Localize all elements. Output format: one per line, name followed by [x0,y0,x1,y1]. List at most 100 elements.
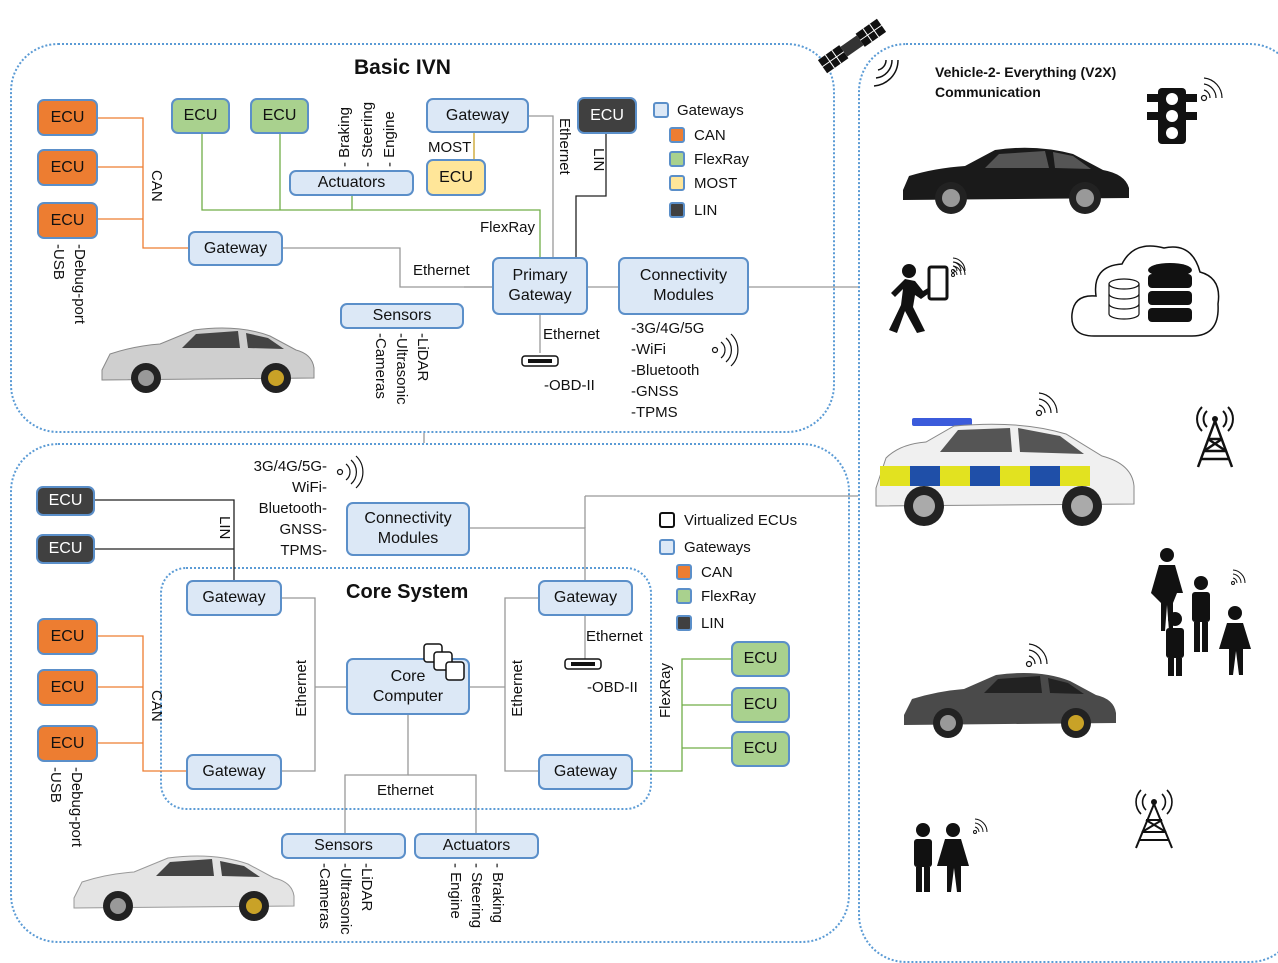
legend-most: MOST [694,175,738,192]
sensor-item-ultrasonic: -Ultrasonic [393,333,410,405]
core-port-item-debug: -Debug-port [68,767,85,848]
core-conn-item-gnss: GNSS- [279,521,327,538]
car-icon [73,855,295,921]
core-ecu-flexray-1: ECU [731,641,790,677]
wireless-signal-icon [951,261,966,277]
gateway-most: Gateway [426,98,529,133]
primary-gateway: Primary Gateway [492,257,588,315]
most-label: MOST [428,139,472,156]
core-connectivity-modules: Connectivity Modules [346,502,470,556]
core-ethernet-label-left: Ethernet [293,660,310,717]
police-car-icon [875,418,1135,526]
port-item-debug: -Debug-port [71,244,88,325]
core-ethernet-label-bottom: Ethernet [377,782,434,799]
core-ethernet-label-right: Ethernet [509,660,526,717]
legend-core-swatch-can [676,564,692,580]
legend-flexray: FlexRay [694,151,750,168]
legend-swatch-can [669,127,685,143]
conn-item-tpms: -TPMS [631,404,678,421]
conn-item-wifi: -WiFi [631,341,666,358]
virtual-ecus-icon [423,643,465,681]
core-actuators-box: Actuators [414,833,539,859]
obd-label: -OBD-II [544,377,595,394]
actuators-box: Actuators [289,170,414,196]
ecu-flexray-2: ECU [250,98,309,134]
core-gateway-bottom-right: Gateway [538,754,633,790]
wireless-signal-icon [1025,643,1048,668]
core-sensor-item-ultrasonic: -Ultrasonic [337,863,354,935]
core-ethernet-label-top: Ethernet [586,628,643,645]
core-architecture-region [10,443,850,943]
basic-ivn-region [10,43,835,433]
legend-core-swatch-flexray [676,588,692,604]
legend-swatch-flexray [669,151,685,167]
v2x-title-1: Vehicle-2- Everything (V2X) [935,64,1117,80]
legend-swatch-lin [669,202,685,218]
legend-core-swatch-gateways [659,539,675,555]
core-system-region [160,567,652,810]
core-gateway-top-right: Gateway [538,580,633,616]
v2x-title-2: Communication [935,84,1041,100]
ecu-can-3: ECU [37,202,98,239]
legend-swatch-virtualized [659,512,675,528]
connectivity-line1: Connectivity [639,267,728,284]
core-flexray-label: FlexRay [657,663,674,719]
core-conn-item-bluetooth: Bluetooth- [258,500,327,517]
legend-core-lin: LIN [701,615,725,632]
core-actuator-item-braking: - Braking [489,863,506,924]
core-gateway-top-left: Gateway [186,580,282,616]
conn-item-gnss: -GNSS [631,383,679,400]
core-connectivity-line1: Connectivity [364,510,452,527]
legend-gateways: Gateways [677,102,744,119]
lin-label: LIN [590,148,607,172]
ecu-can-2: ECU [37,149,98,186]
gateway-can: Gateway [188,231,283,266]
actuator-item-steering: - Steering [359,101,376,167]
people-group-icon [1151,548,1251,676]
satellite-icon [817,18,899,87]
legend-lin: LIN [694,202,718,219]
basic-ivn-title: Basic IVN [354,56,451,79]
legend-virtualized-ecus: Virtualized ECUs [684,512,798,529]
core-sensor-item-cameras: -Cameras [316,863,333,929]
legend-core-swatch-lin [676,615,692,631]
actuator-item-braking: - Braking [336,106,353,167]
core-connectivity-line2: Modules [377,530,439,547]
legend-core-can: CAN [701,564,733,581]
wireless-signal-icon [711,333,739,367]
pedestrian-phone-icon [889,257,966,333]
wireless-signal-icon [336,455,364,489]
car-icon [904,673,1116,738]
sensors-box: Sensors [340,303,464,329]
core-computer-line1: Core [390,667,426,685]
obd-port-icon [564,658,602,670]
core-obd-label: -OBD-II [587,679,638,696]
primary-gateway-line1: Primary [512,267,568,284]
cloud-database-icon [1071,245,1220,337]
ecu-flexray-1: ECU [171,98,230,134]
core-ecu-can-1: ECU [37,618,98,655]
port-item-usb: -USB [50,244,67,280]
couple-icon [914,818,988,892]
core-actuator-item-steering: - Steering [468,863,485,929]
conn-item-3g: -3G/4G/5G [631,320,705,337]
primary-gateway-line2: Gateway [508,287,572,304]
ecu-can-1: ECU [37,99,98,136]
ethernet-label-1: Ethernet [413,262,470,279]
core-port-item-usb: -USB [47,767,64,803]
core-gateway-bottom-left: Gateway [186,754,282,790]
traffic-light-icon [1147,88,1197,144]
core-can-label: CAN [148,690,165,722]
core-ecu-can-2: ECU [37,669,98,706]
core-conn-item-wifi: WiFi- [292,479,327,496]
legend-core-flexray: FlexRay [701,588,757,605]
ethernet-label-2: Ethernet [543,326,600,343]
core-ecu-lin-1: ECU [36,486,95,516]
flexray-label: FlexRay [480,219,536,236]
legend-core-gateways: Gateways [684,539,751,556]
core-ecu-flexray-3: ECU [731,731,790,767]
core-lin-label: LIN [216,516,233,540]
core-conn-item-tpms: TPMS- [280,542,327,559]
core-ecu-can-3: ECU [37,725,98,762]
